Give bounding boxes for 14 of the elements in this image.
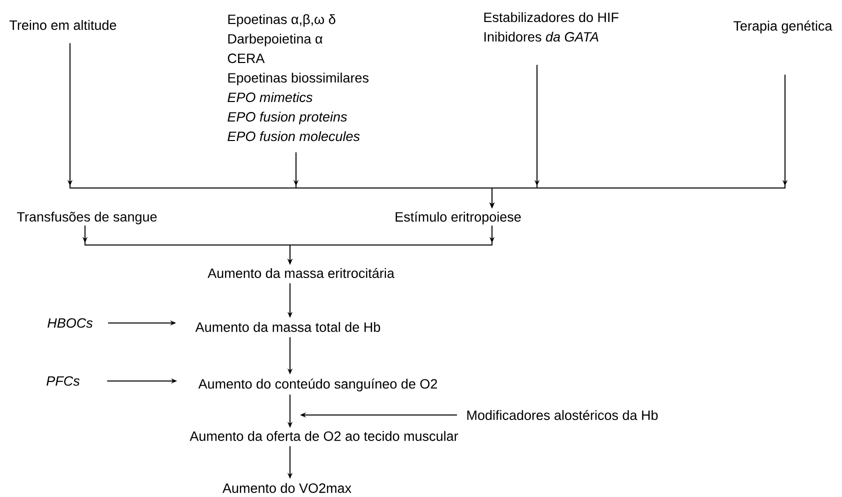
text-label: Aumento da massa total de Hb <box>195 322 380 332</box>
text-label: Treino em altitude <box>10 20 116 30</box>
text-label: Terapia genética <box>734 20 832 34</box>
text-label: Aumento do conteúdo sanguíneo de O2 <box>198 378 438 392</box>
text-label: Aumento da massa eritrocitária <box>208 268 394 278</box>
drug-list: Epoetinas α,β,ω δ Darbepoietina α CERA Epoetinas biossimilares EPO mimetics EPO fusion proteins EPO fusion molecules <box>228 14 368 142</box>
text-label: HBOCs <box>48 318 93 328</box>
text-label: Transfusões de sangue <box>17 212 157 224</box>
text-label: Estabilizadores do HIF Inibidores da GATA <box>484 12 618 42</box>
text-label: Aumento do VO2max <box>222 483 352 493</box>
text-label: PFCs <box>46 376 80 386</box>
text-label: Estímulo eritropoiese <box>396 212 521 224</box>
text-label: Aumento da oferta de O2 ao tecido muscular <box>190 431 458 441</box>
text-label: Modificadores alostéricos da Hb <box>467 410 658 420</box>
